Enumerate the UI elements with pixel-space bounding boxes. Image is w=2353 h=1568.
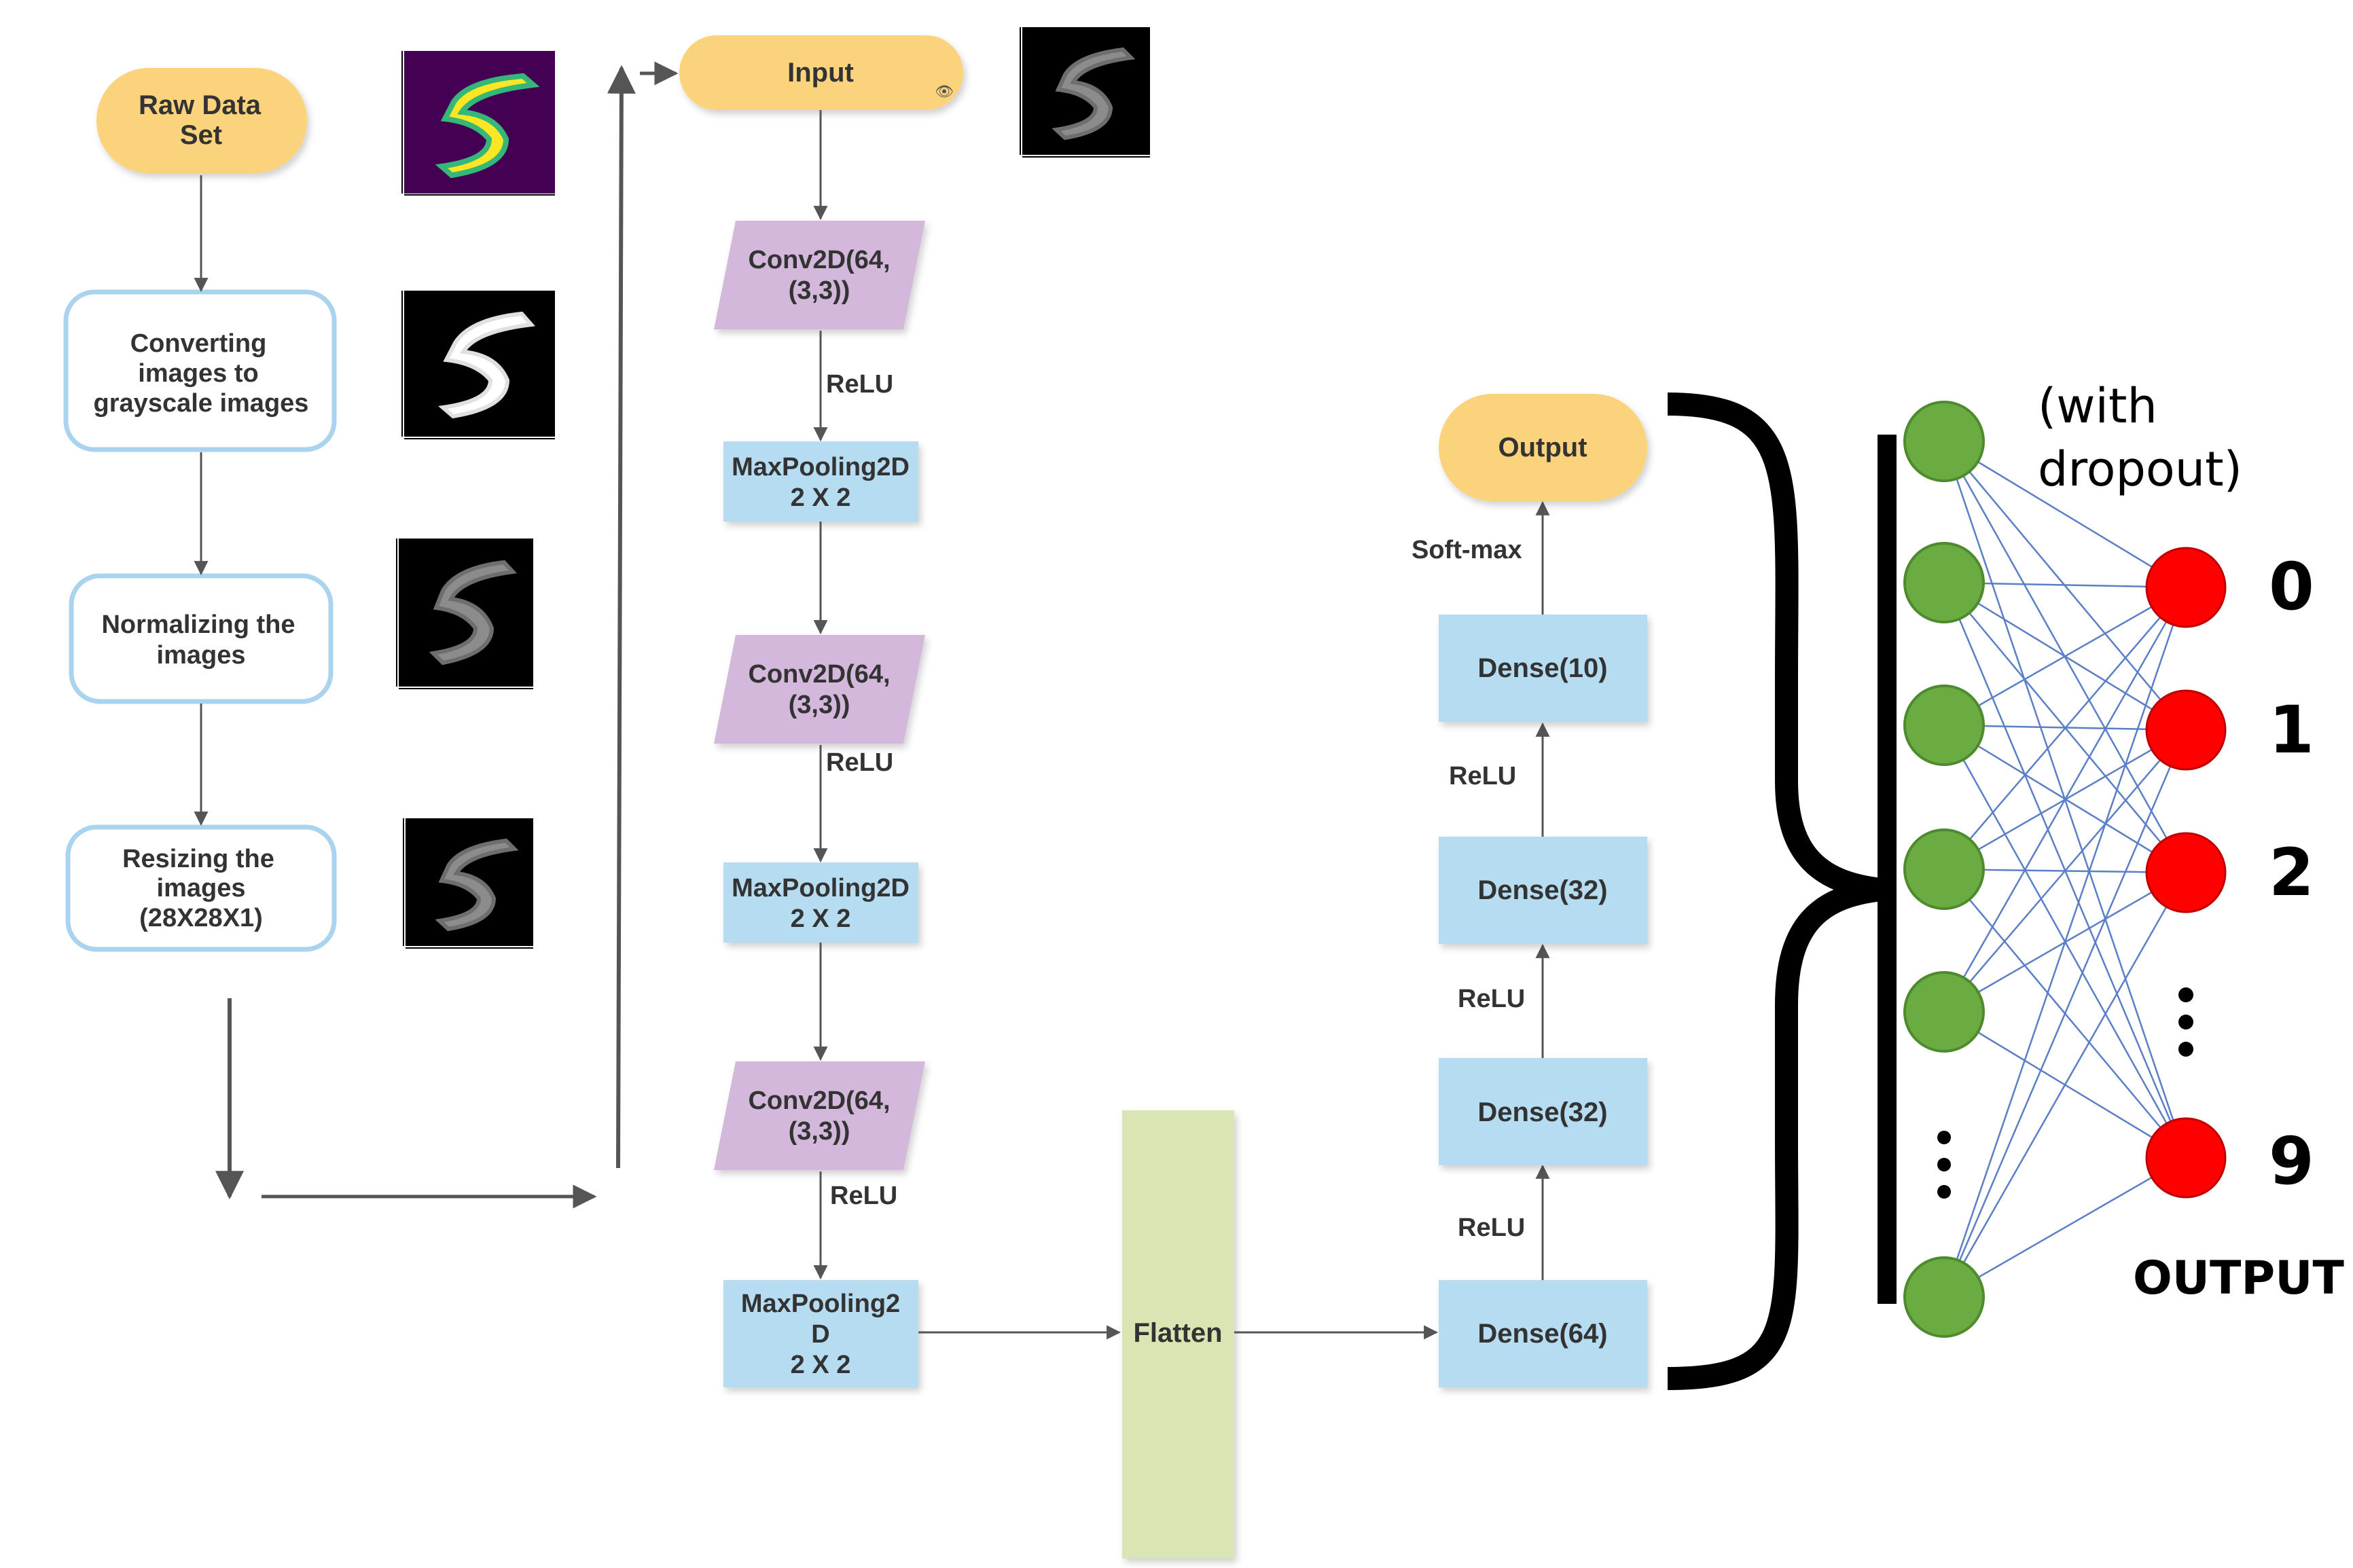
dropout-label-1: (with xyxy=(2038,378,2157,434)
dense64-label: Dense(64) xyxy=(1477,1319,1607,1349)
conv2-label-2: (3,3)) xyxy=(789,691,850,719)
pool3-node xyxy=(723,1280,918,1387)
normalize-node xyxy=(69,573,334,704)
network-edge xyxy=(1943,587,2187,870)
digit-label-9: 9 xyxy=(2269,1123,2314,1199)
eye-icon: 👁 xyxy=(935,84,954,101)
input-node xyxy=(679,35,963,110)
output-node-9 xyxy=(2145,1117,2227,1199)
dense10-node xyxy=(1439,615,1647,722)
network-edge xyxy=(1943,1156,2187,1298)
network-edge xyxy=(1943,587,2187,1298)
thumbnail-grayscale xyxy=(401,291,555,439)
pool1-label-1: MaxPooling2D xyxy=(732,453,910,481)
resize-label-1: Resizing the xyxy=(122,845,274,873)
dense32b-node xyxy=(1439,1058,1647,1165)
thumbnail-normalized xyxy=(396,539,533,689)
normalize-label-1: Normalizing the xyxy=(101,610,295,639)
resize-label-3: (28X28X1) xyxy=(139,904,263,932)
relu3-label: ReLU xyxy=(830,1182,897,1210)
thumbnail-input xyxy=(1020,27,1150,158)
pool2-label-1: MaxPooling2D xyxy=(732,874,910,902)
dropout-label-2: dropout) xyxy=(2038,441,2242,497)
output-node xyxy=(1439,394,1647,501)
output-ellipsis xyxy=(2178,987,2193,1057)
network-edge xyxy=(1943,440,2187,589)
dense32b-label: Dense(32) xyxy=(1477,1097,1607,1127)
output-caption: OUTPUT xyxy=(2133,1252,2344,1305)
resize-node xyxy=(65,824,337,952)
preprocessing-column: Raw Data Set Converting images to graysc… xyxy=(63,61,679,1209)
relu-a-label: ReLU xyxy=(1449,762,1516,790)
curly-brace xyxy=(1667,393,1893,1390)
conv2-node xyxy=(714,635,925,744)
flatten-label: Flatten xyxy=(1133,1318,1222,1348)
output-node-1 xyxy=(2145,689,2227,771)
digit-label-2: 2 xyxy=(2269,835,2314,911)
raw-data-set-node xyxy=(96,68,307,173)
digit-label-0: 0 xyxy=(2269,549,2314,625)
input-label: Input xyxy=(787,58,854,88)
arrow-up-connector xyxy=(607,65,636,1169)
flatten-node xyxy=(1122,1110,1234,1558)
dense-column: Dense(64) ReLU Dense(32) ReLU Dense(32) … xyxy=(1412,394,1647,1387)
dense32a-node xyxy=(1439,837,1647,944)
thumbnail-viridis xyxy=(401,51,555,196)
hidden-node-1 xyxy=(1903,401,1985,482)
conv3-node xyxy=(714,1061,925,1170)
dense10-label: Dense(10) xyxy=(1477,653,1607,683)
digit-label-1: 1 xyxy=(2269,692,2314,768)
network-edge xyxy=(1943,729,2187,1298)
relu1-label: ReLU xyxy=(826,370,893,399)
hidden-node-4 xyxy=(1903,828,1985,910)
raw-data-set-label-2: Set xyxy=(180,120,222,150)
hidden-node-6 xyxy=(1903,1256,1985,1338)
hidden-node-5 xyxy=(1903,971,1985,1053)
network-edge xyxy=(1943,587,2187,1013)
resize-label-2: images xyxy=(157,874,246,902)
thumbnail-resized xyxy=(403,818,533,949)
dense64-node xyxy=(1439,1280,1647,1387)
pool1-node xyxy=(723,441,918,522)
network-edge xyxy=(1943,586,2187,727)
conv2-label-1: Conv2D(64, xyxy=(748,660,890,689)
output-node-2 xyxy=(2145,832,2227,913)
conv1-node xyxy=(714,221,925,329)
softmax-label: Soft-max xyxy=(1412,536,1522,564)
conv3-label-2: (3,3)) xyxy=(789,1117,850,1146)
conv1-label-1: Conv2D(64, xyxy=(748,246,890,274)
grayscale-label-1: Converting xyxy=(130,329,267,358)
hidden-node-3 xyxy=(1903,685,1985,766)
network-edges xyxy=(1943,440,2187,1298)
pool2-label-2: 2 X 2 xyxy=(791,905,851,933)
output-label: Output xyxy=(1498,433,1587,462)
pool1-label-2: 2 X 2 xyxy=(791,484,851,512)
pool3-label-2: D xyxy=(811,1320,829,1349)
network-nodes xyxy=(1903,401,2227,1338)
relu-b-label: ReLU xyxy=(1458,985,1525,1013)
hidden-node-2 xyxy=(1903,542,1985,623)
dense32a-label: Dense(32) xyxy=(1477,875,1607,905)
network-edge xyxy=(1943,872,2187,1298)
grayscale-label-3: grayscale images xyxy=(94,389,309,418)
grayscale-label-2: images to xyxy=(138,359,258,388)
hidden-ellipsis xyxy=(1937,1131,1951,1199)
relu-c-label: ReLU xyxy=(1458,1214,1525,1242)
relu2-label: ReLU xyxy=(826,748,893,777)
cnn-column: Input 👁 Conv2D(64, (3,3)) ReLU MaxPoolin… xyxy=(679,35,1439,1558)
pool3-label-1: MaxPooling2 xyxy=(741,1290,900,1318)
normalize-label-2: images xyxy=(157,641,246,670)
pool2-node xyxy=(723,862,918,943)
output-node-0 xyxy=(2145,547,2227,628)
network-edge xyxy=(1943,729,2187,1013)
raw-data-set-label-1: Raw Data xyxy=(139,90,262,120)
conv3-label-1: Conv2D(64, xyxy=(748,1087,890,1115)
conv1-label-2: (3,3)) xyxy=(789,276,850,305)
pool3-label-3: 2 X 2 xyxy=(791,1351,851,1379)
